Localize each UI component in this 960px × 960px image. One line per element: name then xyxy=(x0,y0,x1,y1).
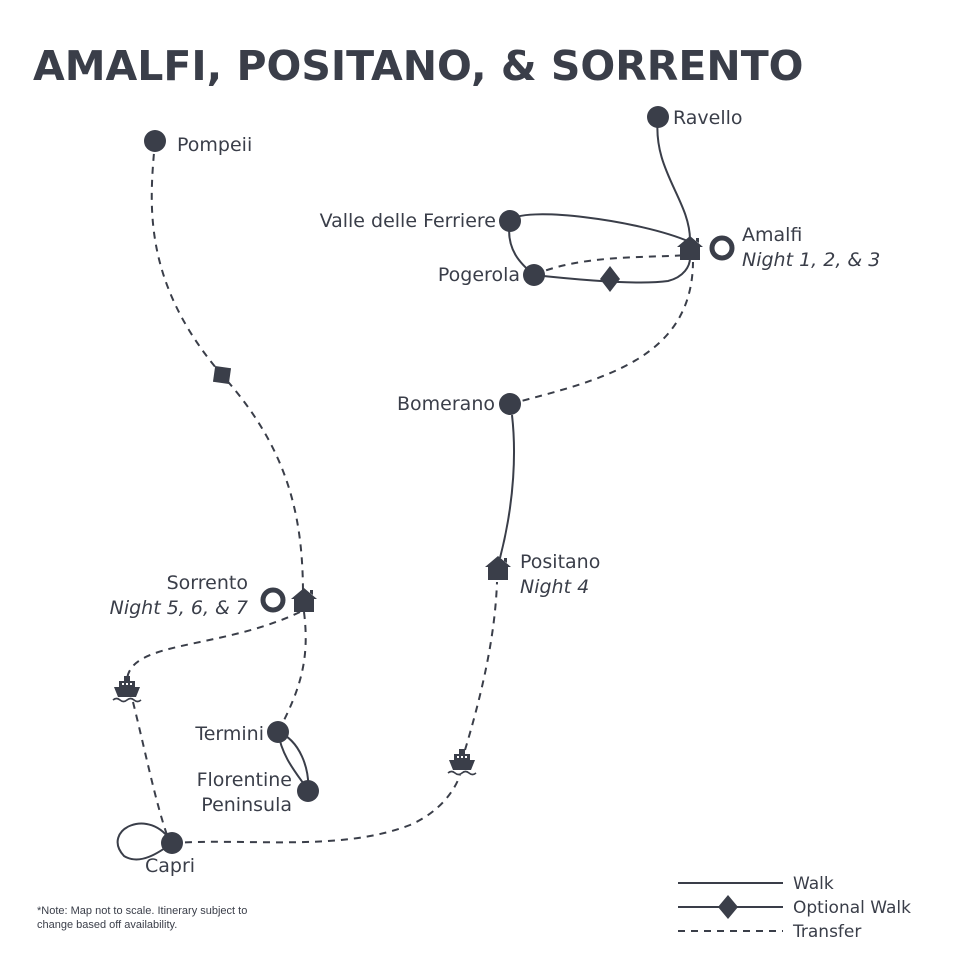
positano-house-icon[interactable] xyxy=(485,556,511,580)
legend-transfer: Transfer xyxy=(792,922,861,942)
transfer-ferry-positano xyxy=(464,581,498,751)
label-sorrento-nights: Night 5, 6, & 7 xyxy=(110,597,248,619)
ferry-icon xyxy=(447,748,477,776)
legend-walk: Walk xyxy=(793,874,834,894)
label-florentine-2: Peninsula xyxy=(201,794,292,816)
optional-diamond-icon xyxy=(600,266,620,292)
label-capri: Capri xyxy=(145,855,195,877)
label-positano: Positano xyxy=(520,551,600,573)
transfer-capri-ferry xyxy=(171,774,461,844)
ferry-icon xyxy=(112,675,142,703)
label-pompeii: Pompeii xyxy=(177,134,252,156)
legend-optional: Optional Walk xyxy=(793,898,911,918)
walk-valle-amalfi xyxy=(509,213,691,243)
termini-dot-icon[interactable] xyxy=(267,721,289,743)
capri-dot-icon[interactable] xyxy=(161,832,183,854)
legend-diamond-icon xyxy=(718,895,738,919)
transfer-bomerano-amalfi xyxy=(509,261,694,405)
sorrento-overnight-ring-icon xyxy=(260,587,286,613)
label-termini: Termini xyxy=(194,723,264,745)
label-ravello: Ravello xyxy=(673,107,743,129)
transfer-sorrento-termini xyxy=(277,611,307,733)
labels: Pompeii Ravello Valle delle Ferriere Pog… xyxy=(110,107,881,877)
label-pogerola: Pogerola xyxy=(438,264,520,286)
optional-walk-pogerola-amalfi xyxy=(533,257,691,284)
note-line-2: change based off availability. xyxy=(37,919,177,931)
label-amalfi-nights: Night 1, 2, & 3 xyxy=(742,249,880,271)
walk-capri-loop xyxy=(116,822,173,861)
pompeii-dot-icon[interactable] xyxy=(144,130,166,152)
label-sorrento: Sorrento xyxy=(167,572,248,594)
valle-dot-icon[interactable] xyxy=(499,210,521,232)
ravello-dot-icon[interactable] xyxy=(647,106,669,128)
florentine-dot-icon[interactable] xyxy=(297,780,319,802)
label-florentine-1: Florentine xyxy=(197,769,292,791)
optional-diamond-icon xyxy=(212,365,232,385)
amalfi-overnight-ring-icon xyxy=(709,235,735,261)
bomerano-dot-icon[interactable] xyxy=(499,393,521,415)
walk-positano-bomerano xyxy=(499,414,516,559)
sorrento-house-icon[interactable] xyxy=(291,588,317,612)
pogerola-dot-icon[interactable] xyxy=(523,264,545,286)
transfer-ferry-capri xyxy=(132,701,168,836)
page-title: AMALFI, POSITANO, & SORRENTO xyxy=(33,42,804,90)
markers xyxy=(112,106,735,854)
transfer-pogerola-amalfi xyxy=(533,254,691,276)
legend: Walk Optional Walk Transfer xyxy=(678,874,911,942)
amalfi-house-icon[interactable] xyxy=(677,236,703,260)
transfer-sorrento-ferry xyxy=(126,611,301,681)
label-amalfi: Amalfi xyxy=(742,224,802,246)
label-bomerano: Bomerano xyxy=(397,393,495,415)
walk-ravello-amalfi xyxy=(656,116,691,241)
note-line-1: *Note: Map not to scale. Itinerary subje… xyxy=(37,905,247,917)
label-valle: Valle delle Ferriere xyxy=(320,210,496,232)
label-positano-nights: Night 4 xyxy=(520,576,589,598)
